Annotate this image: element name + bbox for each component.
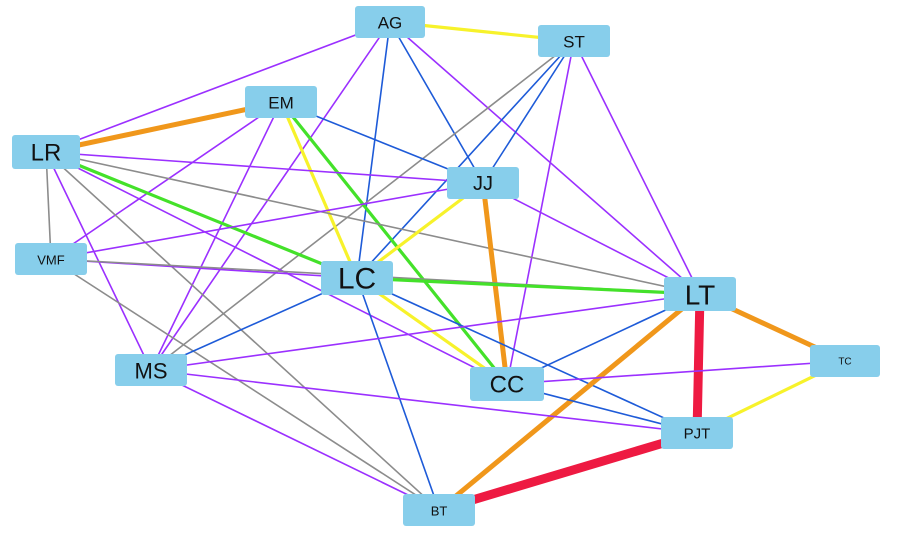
edge-lt-bt <box>436 291 703 513</box>
node-box-cc <box>470 367 544 401</box>
node-box-tc <box>810 345 880 377</box>
node-box-ms <box>115 354 187 386</box>
node-box-st <box>538 25 610 57</box>
edge-ms-bt <box>150 369 440 511</box>
node-jj[interactable]: JJ <box>447 167 519 199</box>
edge-st-lt <box>573 40 701 295</box>
node-box-jj <box>447 167 519 199</box>
node-pjt[interactable]: PJT <box>661 417 733 449</box>
node-vmf[interactable]: VMF <box>15 243 87 275</box>
edge-st-lc <box>356 40 575 279</box>
node-ms[interactable]: MS <box>115 354 187 386</box>
node-tc[interactable]: TC <box>810 345 880 377</box>
edge-em-cc <box>279 100 509 386</box>
edge-ag-lr <box>45 21 391 153</box>
edge-ag-lc <box>356 21 391 279</box>
edge-em-vmf <box>50 101 282 260</box>
edge-lr-lt <box>45 151 701 295</box>
node-lt[interactable]: LT <box>664 277 736 311</box>
node-box-lt <box>664 277 736 311</box>
node-lr[interactable]: LR <box>12 135 80 169</box>
edge-ag-ms <box>150 21 391 371</box>
node-box-bt <box>403 494 475 526</box>
node-label-st: ST <box>563 33 585 52</box>
node-box-em <box>245 86 317 118</box>
edge-ag-lt <box>389 21 701 295</box>
edge-lt-ms <box>150 293 701 371</box>
edge-lr-jj <box>45 151 484 184</box>
node-em[interactable]: EM <box>245 86 317 118</box>
node-box-ag <box>355 6 425 38</box>
edge-lc-lt <box>355 276 702 296</box>
node-cc[interactable]: CC <box>470 367 544 401</box>
node-box-lc <box>321 261 393 295</box>
node-label-lt: LT <box>685 280 716 311</box>
node-layer: AG ST EM LR JJ VMF LC LT TC MS CC PJT BT <box>12 6 880 526</box>
edge-lc-pjt <box>356 277 698 434</box>
node-box-lr <box>12 135 80 169</box>
node-label-jj: JJ <box>473 173 493 195</box>
edge-st-jj <box>482 40 575 184</box>
edge-em-lc <box>279 100 359 280</box>
node-label-bt: BT <box>431 504 448 519</box>
edge-jj-vmf <box>50 182 484 260</box>
edge-jj-lt <box>482 182 701 295</box>
edge-tc-cc <box>506 360 846 385</box>
node-ag[interactable]: AG <box>355 6 425 38</box>
node-lc[interactable]: LC <box>321 261 393 296</box>
edge-em-ms <box>150 101 282 371</box>
node-label-lr: LR <box>31 140 62 167</box>
edge-vmf-bt <box>50 258 440 511</box>
node-label-ag: AG <box>378 14 403 33</box>
node-label-tc: TC <box>838 357 851 368</box>
node-bt[interactable]: BT <box>403 494 475 526</box>
edge-lt-pjt <box>692 289 705 438</box>
edge-ag-jj <box>389 21 484 184</box>
edge-lr-vmf <box>45 151 52 260</box>
edge-em-lr <box>43 99 284 155</box>
node-label-em: EM <box>268 94 294 113</box>
edge-lr-lc <box>44 150 359 280</box>
edge-ms-pjt <box>150 369 698 434</box>
node-label-lc: LC <box>338 263 376 296</box>
node-box-vmf <box>15 243 87 275</box>
node-label-pjt: PJT <box>684 426 711 443</box>
edge-lc-bt <box>356 277 440 511</box>
node-label-cc: CC <box>490 372 525 399</box>
edge-lr-cc <box>45 151 508 385</box>
edge-pjt-bt <box>434 428 702 515</box>
node-label-ms: MS <box>135 359 168 384</box>
node-label-vmf: VMF <box>37 253 65 268</box>
node-box-pjt <box>661 417 733 449</box>
node-st[interactable]: ST <box>538 25 610 57</box>
edge-lr-bt <box>45 151 440 511</box>
